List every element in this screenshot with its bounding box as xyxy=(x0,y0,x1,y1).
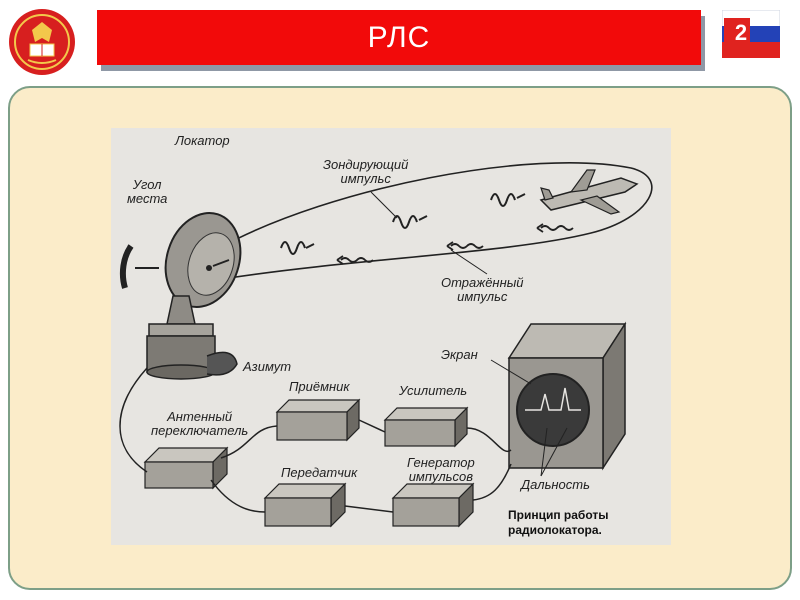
pulse-generator-box xyxy=(393,484,473,526)
antenna-switch-box xyxy=(145,448,227,488)
label-azimuth: Азимут xyxy=(243,360,291,374)
diagram-caption: Принцип работы радиолокатора. xyxy=(508,508,648,538)
label-amplifier: Усилитель xyxy=(399,384,467,398)
elevation-scale xyxy=(123,246,131,288)
label-transmitter: Передатчик xyxy=(281,466,357,480)
label-screen: Экран xyxy=(441,348,478,362)
display-cabinet xyxy=(509,324,625,468)
label-pulse-generator: Генератор импульсов xyxy=(407,456,475,484)
label-elevation-angle: Угол места xyxy=(127,178,167,206)
label-receiver: Приёмник xyxy=(289,380,350,394)
slide-number: 2 xyxy=(730,20,752,46)
title-bar: РЛС xyxy=(97,10,701,65)
label-locator: Локатор xyxy=(175,134,230,148)
label-range: Дальность xyxy=(521,478,590,492)
label-antenna-switch: Антенный переключатель xyxy=(151,410,248,438)
label-probing-pulse: Зондирующий импульс xyxy=(323,158,408,186)
receiver-box xyxy=(277,400,359,440)
transmitter-box xyxy=(265,484,345,526)
azimuth-arrow xyxy=(207,352,237,374)
aircraft-icon xyxy=(541,170,637,214)
amplifier-box xyxy=(385,408,467,446)
academy-emblem-icon xyxy=(8,8,76,76)
page-title: РЛС xyxy=(368,21,431,55)
radar-diagram: Локатор Угол места Зондирующий импульс О… xyxy=(111,128,671,545)
label-reflected-pulse: Отражённый импульс xyxy=(441,276,524,304)
